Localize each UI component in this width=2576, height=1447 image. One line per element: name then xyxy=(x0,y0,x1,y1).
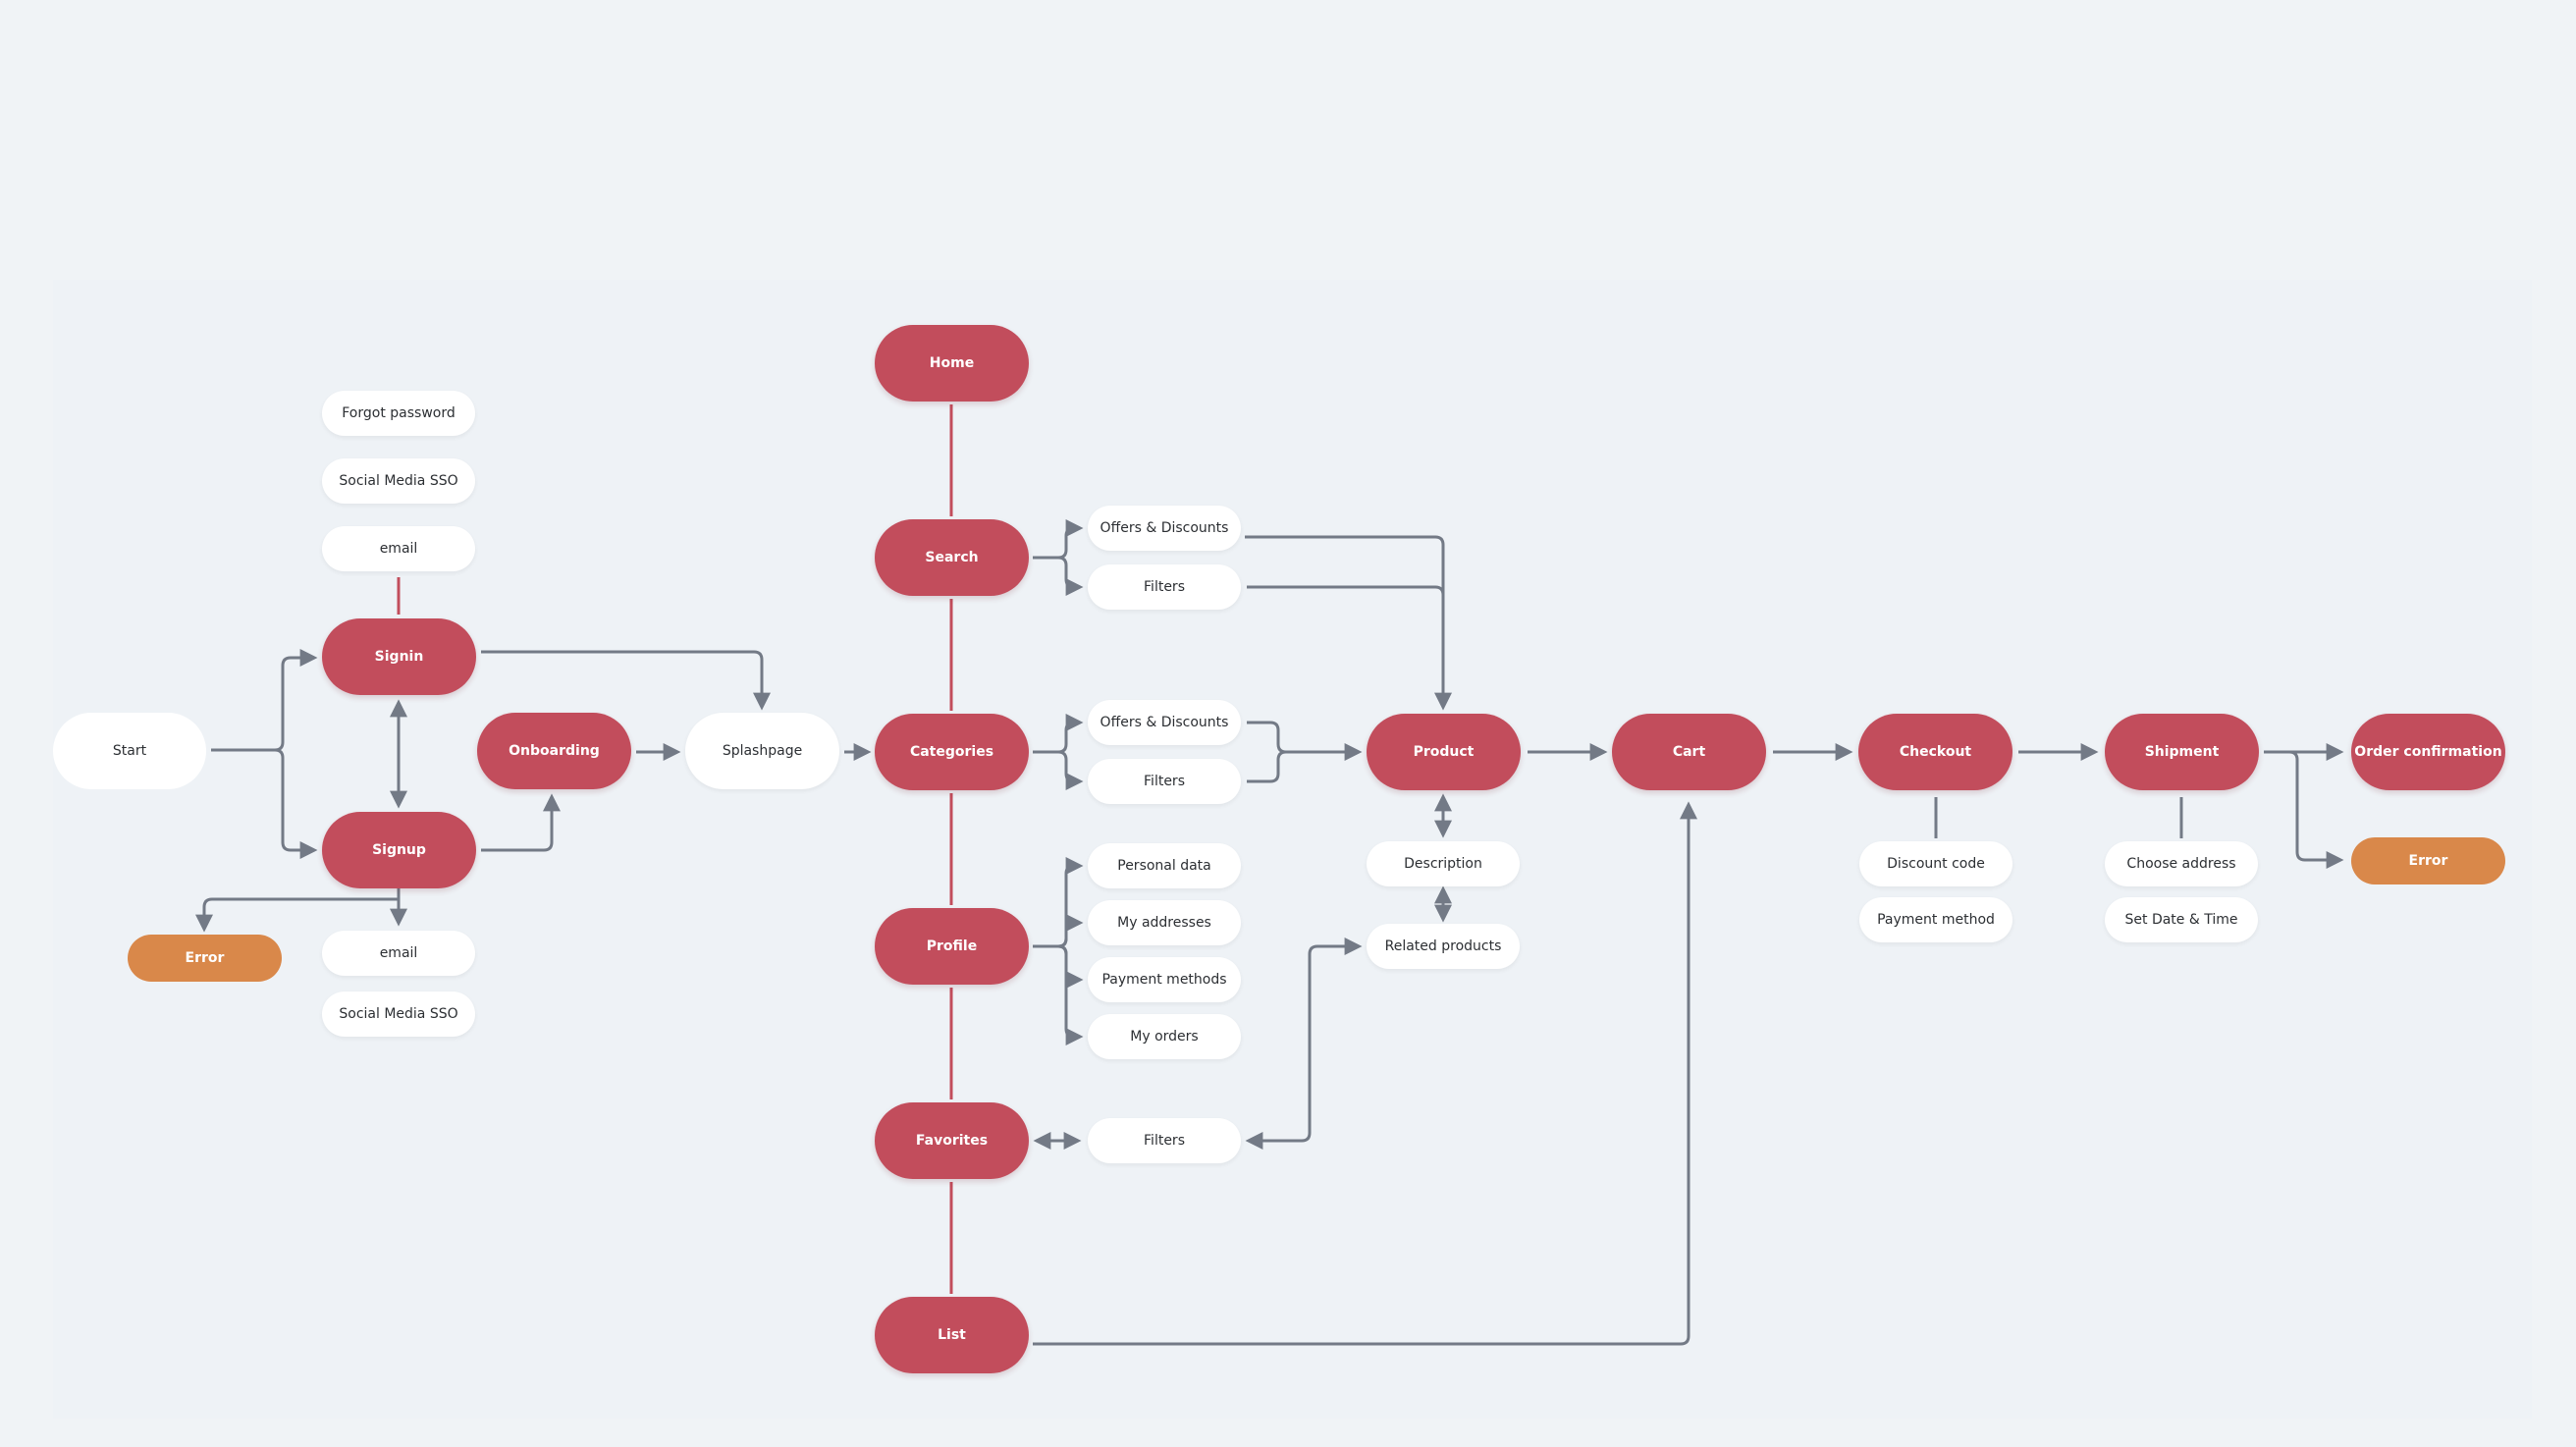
node-payment-method[interactable]: Payment method xyxy=(1859,897,2012,942)
edge-search-offers-product xyxy=(1245,535,1452,711)
node-signin-social-sso[interactable]: Social Media SSO xyxy=(322,458,475,504)
edge-list-cart xyxy=(1033,801,1697,1346)
edge-signin-splashpage xyxy=(481,650,771,711)
node-categories[interactable]: Categories xyxy=(875,714,1029,790)
edge-search-offers xyxy=(1033,519,1084,560)
edge-categories-filters-product xyxy=(1247,750,1287,783)
node-signup-email[interactable]: email xyxy=(322,931,475,976)
edge-categories-filters xyxy=(1033,750,1084,790)
edge-profile-payment-methods xyxy=(1033,944,1084,989)
edge-signup-onboarding xyxy=(481,793,561,852)
node-search-filters[interactable]: Filters xyxy=(1088,564,1241,610)
node-favorites-filters[interactable]: Filters xyxy=(1088,1118,1241,1163)
node-related-products[interactable]: Related products xyxy=(1367,924,1520,969)
node-payment-methods[interactable]: Payment methods xyxy=(1088,957,1241,1002)
node-my-addresses[interactable]: My addresses xyxy=(1088,900,1241,945)
node-signup-error[interactable]: Error xyxy=(128,935,282,982)
edge-shipment-error xyxy=(2264,750,2344,869)
node-forgot-password[interactable]: Forgot password xyxy=(322,391,475,436)
node-order-error[interactable]: Error xyxy=(2351,837,2505,884)
node-signup-social-sso[interactable]: Social Media SSO xyxy=(322,991,475,1037)
node-shipment[interactable]: Shipment xyxy=(2105,714,2259,790)
edge-profile-personal-data xyxy=(1033,857,1084,948)
node-categories-filters[interactable]: Filters xyxy=(1088,759,1241,804)
node-discount-code[interactable]: Discount code xyxy=(1859,841,2012,886)
node-cart[interactable]: Cart xyxy=(1612,714,1766,790)
node-start[interactable]: Start xyxy=(53,713,206,789)
edge-categories-offers-product xyxy=(1247,721,1363,761)
node-signin-email[interactable]: email xyxy=(322,526,475,571)
node-list[interactable]: List xyxy=(875,1297,1029,1373)
edge-categories-offers xyxy=(1033,714,1084,754)
node-splashpage[interactable]: Splashpage xyxy=(685,713,839,789)
edge-profile-my-addresses xyxy=(1033,914,1084,948)
edge-search-filters xyxy=(1033,556,1084,596)
node-order-confirmation[interactable]: Order confirmation xyxy=(2351,714,2505,790)
edge-start-signup xyxy=(211,748,318,859)
edge-signup-links xyxy=(195,888,401,933)
node-signin[interactable]: Signin xyxy=(322,618,476,695)
node-product[interactable]: Product xyxy=(1367,714,1521,790)
node-favorites[interactable]: Favorites xyxy=(875,1102,1029,1179)
node-onboarding[interactable]: Onboarding xyxy=(477,713,631,789)
node-set-date-time[interactable]: Set Date & Time xyxy=(2105,897,2258,942)
edge-filters-related-products xyxy=(1245,938,1363,1150)
edge-profile-my-orders xyxy=(1033,944,1084,1045)
node-home[interactable]: Home xyxy=(875,325,1029,402)
node-profile[interactable]: Profile xyxy=(875,908,1029,985)
node-search[interactable]: Search xyxy=(875,519,1029,596)
node-categories-offers[interactable]: Offers & Discounts xyxy=(1088,700,1241,745)
node-checkout[interactable]: Checkout xyxy=(1858,714,2012,790)
edge-start-signin xyxy=(211,649,318,752)
node-search-offers[interactable]: Offers & Discounts xyxy=(1088,506,1241,551)
node-my-orders[interactable]: My orders xyxy=(1088,1014,1241,1059)
node-signup[interactable]: Signup xyxy=(322,812,476,888)
edge-search-filters-product xyxy=(1247,585,1445,707)
node-description[interactable]: Description xyxy=(1367,841,1520,886)
node-choose-address[interactable]: Choose address xyxy=(2105,841,2258,886)
node-personal-data[interactable]: Personal data xyxy=(1088,843,1241,888)
